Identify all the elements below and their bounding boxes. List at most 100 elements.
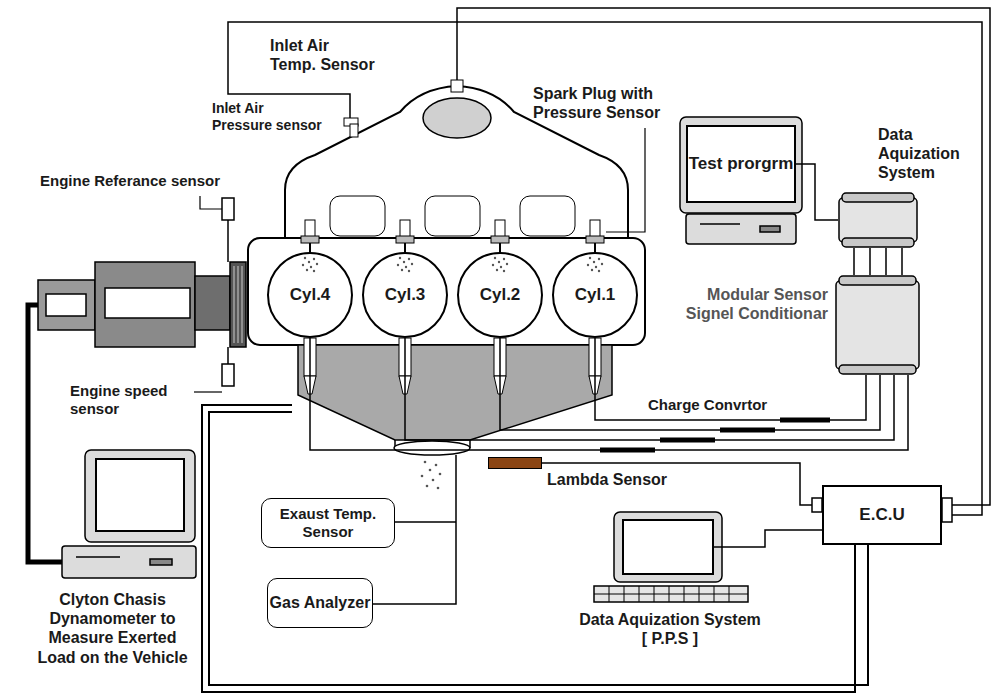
ecu-box: E.C.U bbox=[822, 485, 942, 545]
spark-dot bbox=[591, 269, 593, 271]
sensor-box: Gas Analyzer bbox=[267, 578, 373, 628]
connector-wire bbox=[714, 530, 822, 547]
spark-dot bbox=[313, 258, 315, 260]
injectors bbox=[304, 338, 601, 394]
dyno-housing bbox=[38, 280, 95, 330]
drive-slot bbox=[150, 559, 172, 565]
sensor-box: Exaust Temp. Sensor bbox=[261, 498, 395, 548]
spark-dot bbox=[308, 261, 310, 263]
leader-lines bbox=[194, 128, 645, 392]
spark-dot bbox=[306, 269, 308, 271]
engine-block bbox=[248, 238, 645, 345]
dyno-cable bbox=[28, 305, 62, 562]
dyno-housing bbox=[46, 294, 86, 316]
spark-dot bbox=[304, 257, 306, 259]
dyno-housing bbox=[95, 262, 195, 347]
intake-runner bbox=[425, 196, 480, 236]
exhaust-dot bbox=[432, 479, 435, 482]
spark-dot bbox=[601, 263, 603, 265]
spark-plug bbox=[495, 220, 505, 238]
node-label: E.C.U bbox=[859, 505, 904, 525]
device-box: Data Aquization System bbox=[838, 192, 918, 248]
spark-dot bbox=[503, 258, 505, 260]
connector-wire bbox=[310, 338, 908, 450]
exhaust-dot bbox=[439, 473, 442, 476]
drive-slot bbox=[700, 223, 740, 225]
node-label: Cyl.3 bbox=[385, 285, 426, 305]
connector-wire bbox=[542, 463, 822, 505]
spark-dot bbox=[399, 257, 401, 259]
spark-plug bbox=[400, 220, 410, 238]
cylinder-circle: Cyl.3 bbox=[362, 252, 448, 338]
spark-dot bbox=[408, 270, 410, 272]
keyboard bbox=[594, 586, 748, 602]
device-outline-part bbox=[842, 238, 914, 247]
node-label: Gas Analyzer bbox=[270, 593, 371, 612]
device-outline-part bbox=[842, 193, 914, 202]
monitor-screen: Clyton Chasis Dynamometer to Measure Exe… bbox=[95, 458, 185, 532]
spark-dot bbox=[313, 270, 315, 272]
node-label: Exaust Temp. Sensor bbox=[262, 505, 394, 541]
speed-sensor-symbol bbox=[222, 364, 234, 386]
exhaust-dot bbox=[424, 461, 427, 464]
drive-slot bbox=[76, 556, 120, 558]
intake-runner bbox=[330, 196, 385, 236]
ecu-connector bbox=[812, 498, 822, 512]
cylinder-fill bbox=[362, 252, 448, 338]
cylinder-circle: Cyl.2 bbox=[457, 252, 543, 338]
device-outline bbox=[838, 192, 918, 248]
sensor-mount bbox=[227, 220, 229, 262]
charge-converter bbox=[720, 428, 775, 433]
pressure-sensor-symbol bbox=[350, 124, 358, 137]
exhaust-puffs bbox=[421, 461, 442, 490]
monitor-frame bbox=[614, 512, 722, 582]
spark-dot bbox=[498, 261, 500, 263]
exhaust-dot bbox=[426, 485, 429, 488]
device-label: Lambda Sensor bbox=[547, 470, 667, 489]
spark-dot bbox=[593, 261, 595, 263]
exhaust-manifold bbox=[298, 345, 612, 440]
flywheel bbox=[230, 262, 246, 347]
spark-dot bbox=[492, 264, 494, 266]
spark-plug bbox=[590, 220, 600, 238]
flywheel-teeth bbox=[234, 266, 242, 343]
spark-plug bbox=[586, 236, 604, 243]
device-label: Clyton Chasis Dynamometer to Measure Exe… bbox=[30, 590, 195, 667]
node-label: Test prorgrm bbox=[689, 154, 794, 174]
connector-wire bbox=[854, 248, 902, 275]
cylinder-fill bbox=[457, 252, 543, 338]
drive-slot bbox=[760, 226, 780, 232]
connector-wire bbox=[405, 338, 894, 440]
ecu-loop-wire bbox=[202, 405, 855, 692]
monitor-screen: Test prorgrm bbox=[686, 125, 796, 203]
cylinder-circle: Cyl.4 bbox=[267, 252, 353, 338]
exhaust-dot bbox=[437, 487, 440, 490]
spark-dot bbox=[408, 258, 410, 260]
spark-dot bbox=[496, 269, 498, 271]
spark-dot bbox=[500, 266, 502, 268]
exhaust-outlet bbox=[394, 441, 470, 455]
connector-wire bbox=[500, 338, 880, 430]
spark-dot bbox=[503, 270, 505, 272]
spark-dot bbox=[401, 269, 403, 271]
leader-line bbox=[606, 128, 645, 232]
annotation-label: Inlet Air Pressure sensor bbox=[212, 100, 325, 134]
spark-dot bbox=[316, 263, 318, 265]
annotation-label: Charge Convrtor bbox=[648, 396, 767, 414]
device-outline-part bbox=[836, 281, 919, 369]
ecu-loop-wire bbox=[209, 412, 868, 685]
temp-sensor-symbol bbox=[451, 80, 463, 92]
connector-wire bbox=[595, 338, 866, 420]
keyboard-keys bbox=[594, 586, 748, 602]
lambda-sensor: Lambda Sensor bbox=[488, 457, 542, 469]
device-outline-part bbox=[839, 365, 916, 374]
node-label: Cyl.4 bbox=[290, 285, 331, 305]
charge-converter bbox=[780, 418, 830, 423]
spark-plugs bbox=[301, 220, 604, 254]
ecu-connector bbox=[942, 498, 952, 522]
computer-base bbox=[62, 546, 196, 578]
reference-sensor-symbol bbox=[222, 198, 234, 220]
spark-plug bbox=[491, 236, 509, 243]
spark-dots bbox=[302, 257, 603, 272]
